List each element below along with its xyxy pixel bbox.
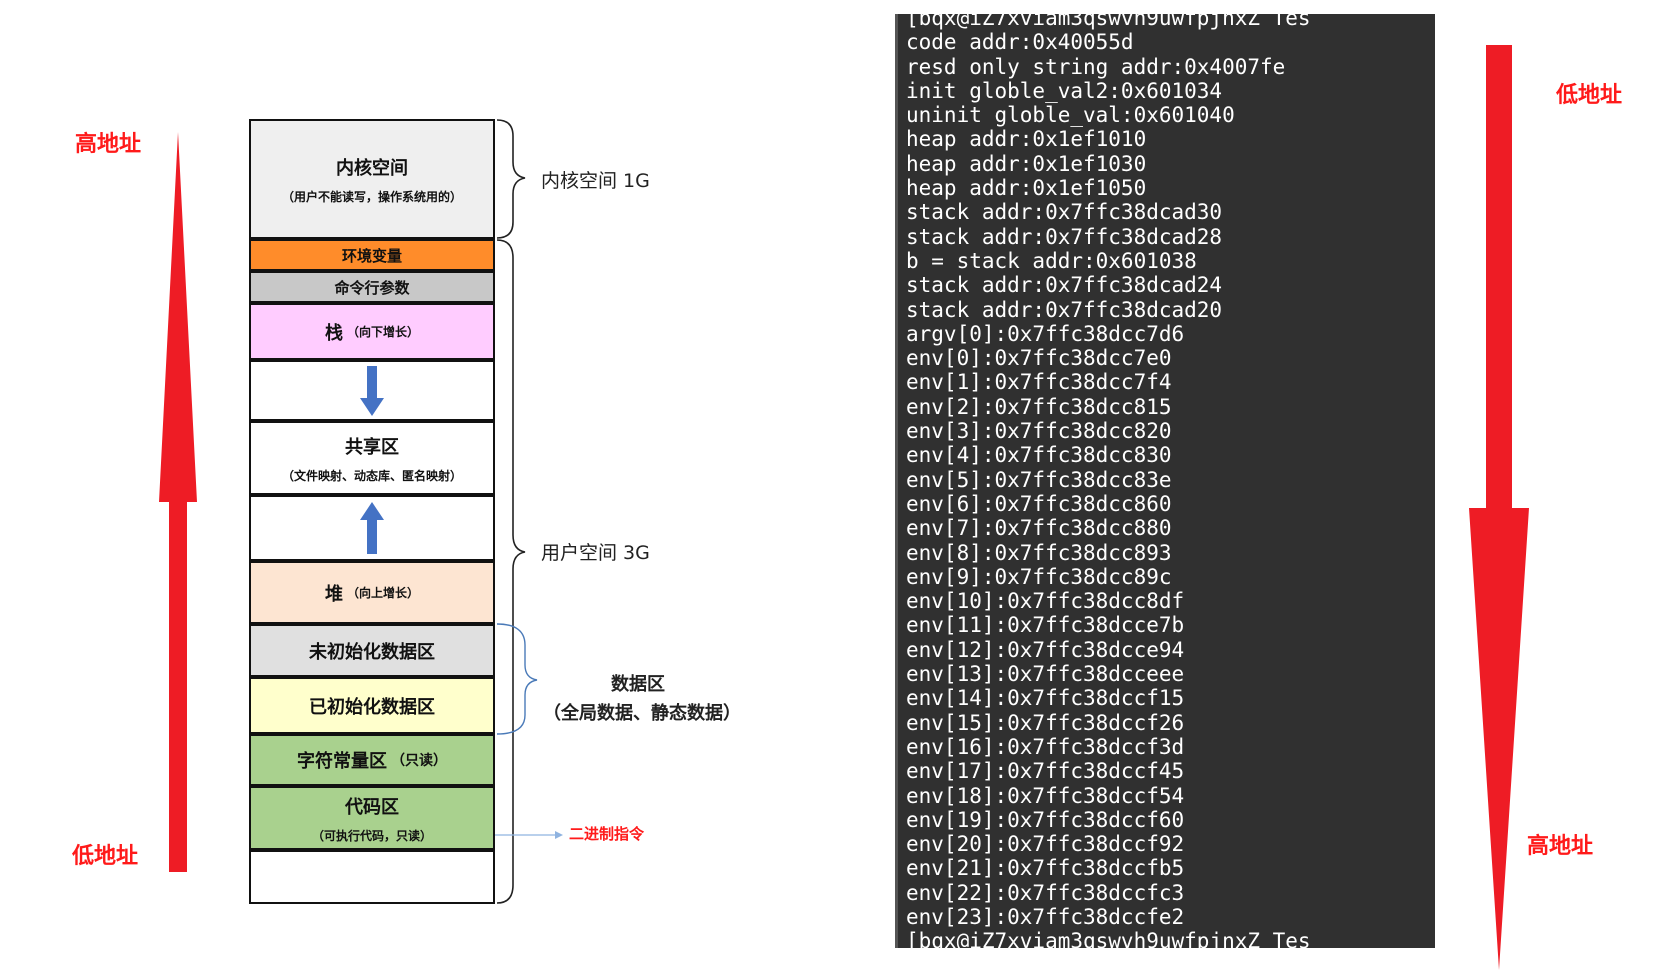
stack-note: （向下增长） xyxy=(346,325,419,339)
bottom-empty-segment xyxy=(249,850,495,904)
terminal-line: b = stack addr:0x601038 xyxy=(906,248,1197,273)
bss-segment: 未初始化数据区 xyxy=(249,624,495,677)
rodata-title: 字符常量区 xyxy=(297,751,387,772)
terminal-line: env[2]:0x7ffc38dcc815 xyxy=(906,394,1172,419)
code-segment: 代码区 （可执行代码，只读） xyxy=(249,786,495,850)
stack-growth-down-arrow-icon xyxy=(360,365,384,416)
terminal-line: stack addr:0x7ffc38dcad30 xyxy=(906,200,1223,225)
terminal-line: code addr:0x40055d xyxy=(906,30,1134,55)
env-var-title: 环境变量 xyxy=(341,246,402,265)
terminal-line: heap addr:0x1ef1010 xyxy=(906,127,1147,152)
binary-instruction-label: 二进制指令 xyxy=(569,825,645,843)
terminal-line: env[23]:0x7ffc38dccfe2 xyxy=(906,904,1185,929)
terminal-line: stack addr:0x7ffc38dcad20 xyxy=(906,297,1223,322)
kernel-space-note: （用户不能读写，操作系统用的） xyxy=(281,189,462,204)
kernel-space-segment: 内核空间 （用户不能读写，操作系统用的） xyxy=(249,119,495,239)
data-area-title: 数据区 xyxy=(611,674,665,695)
heap-growth-gap xyxy=(249,495,495,561)
up-arrow-icon xyxy=(159,132,197,872)
user-space-label: 用户空间 3G xyxy=(541,542,650,564)
terminal-line: stack addr:0x7ffc38dcad24 xyxy=(906,273,1223,298)
rodata-note: （只读） xyxy=(391,753,447,769)
low-address-label: 低地址 xyxy=(72,844,139,869)
data-area-note: （全局数据、静态数据） xyxy=(543,703,741,724)
bss-title: 未初始化数据区 xyxy=(309,641,435,663)
terminal-line: resd only string addr:0x4007fe xyxy=(906,54,1286,79)
kernel-space-label: 内核空间 1G xyxy=(541,170,650,192)
terminal-line: argv[0]:0x7ffc38dcc7d6 xyxy=(906,321,1185,346)
stack-title: 栈 xyxy=(324,322,343,344)
terminal-line: env[11]:0x7ffc38dcce7b xyxy=(906,613,1185,638)
env-var-segment: 环境变量 xyxy=(249,239,495,271)
terminal-line: env[3]:0x7ffc38dcc820 xyxy=(906,419,1172,444)
terminal-line: heap addr:0x1ef1050 xyxy=(906,176,1147,201)
code-note: （可执行代码，只读） xyxy=(311,828,432,843)
shared-segment: 共享区 （文件映射、动态库、匿名映射） xyxy=(249,421,495,495)
space-braces xyxy=(495,119,563,904)
terminal-line: env[7]:0x7ffc38dcc880 xyxy=(906,516,1172,541)
terminal-line: init globle_val2:0x601034 xyxy=(906,78,1223,103)
terminal-line: stack addr:0x7ffc38dcad28 xyxy=(906,224,1223,249)
heap-title: 堆 xyxy=(324,583,343,605)
terminal-line: env[8]:0x7ffc38dcc893 xyxy=(906,540,1172,565)
terminal-line: env[5]:0x7ffc38dcc83e xyxy=(906,467,1172,492)
terminal-line: env[16]:0x7ffc38dccf3d xyxy=(906,734,1185,759)
data-title: 已初始化数据区 xyxy=(309,696,435,718)
stack-segment: 栈 （向下增长） xyxy=(249,303,495,360)
terminal-line: [bqx@iZ7xviam3qswvh9uwfpjnxZ Tes xyxy=(906,929,1311,948)
terminal-line: env[13]:0x7ffc38dcceee xyxy=(906,662,1185,687)
heap-growth-up-arrow-icon xyxy=(360,502,384,554)
heap-note: （向上增长） xyxy=(346,586,419,600)
terminal-line: env[10]:0x7ffc38dcc8df xyxy=(906,589,1185,614)
rodata-segment: 字符常量区 （只读） xyxy=(249,734,495,786)
code-title: 代码区 xyxy=(345,796,399,818)
terminal-line: env[22]:0x7ffc38dccfc3 xyxy=(906,880,1185,905)
right-high-address-label: 高地址 xyxy=(1527,834,1594,859)
terminal-line: uninit globle_val:0x601040 xyxy=(906,103,1235,128)
down-arrow-icon xyxy=(1469,45,1529,970)
terminal-line: env[21]:0x7ffc38dccfb5 xyxy=(906,856,1185,881)
kernel-space-title: 内核空间 xyxy=(336,157,408,179)
terminal-line: env[12]:0x7ffc38dcce94 xyxy=(906,637,1185,662)
terminal-line: env[4]:0x7ffc38dcc830 xyxy=(906,443,1172,468)
terminal-line: env[6]:0x7ffc38dcc860 xyxy=(906,491,1172,516)
shared-note: （文件映射、动态库、匿名映射） xyxy=(281,468,462,483)
terminal-line: env[9]:0x7ffc38dcc89c xyxy=(906,564,1172,589)
terminal-line: env[1]:0x7ffc38dcc7f4 xyxy=(906,370,1172,395)
data-segment: 已初始化数据区 xyxy=(249,677,495,734)
terminal-line: env[20]:0x7ffc38dccf92 xyxy=(906,832,1185,857)
data-area-label: 数据区 （全局数据、静态数据） xyxy=(543,670,741,725)
terminal-line: env[15]:0x7ffc38dccf26 xyxy=(906,710,1185,735)
terminal-line: env[18]:0x7ffc38dccf54 xyxy=(906,783,1185,808)
terminal-line: heap addr:0x1ef1030 xyxy=(906,151,1147,176)
terminal-line: env[19]:0x7ffc38dccf60 xyxy=(906,807,1185,832)
terminal-line: [bqx@iZ7xviam3qswvh9uwfpjnxZ Tes xyxy=(906,14,1311,30)
cmdline-args-title: 命令行参数 xyxy=(334,278,410,297)
right-low-address-label: 低地址 xyxy=(1556,83,1623,108)
terminal-line: env[14]:0x7ffc38dccf15 xyxy=(906,686,1185,711)
heap-segment: 堆 （向上增长） xyxy=(249,561,495,624)
terminal-line: env[17]:0x7ffc38dccf45 xyxy=(906,759,1185,784)
memory-layout-diagram: 高地址 低地址 内核空间 （用户不能读写，操作系统用的） 环境变量 命令行参数 … xyxy=(0,0,800,973)
stack-growth-gap xyxy=(249,360,495,421)
shared-title: 共享区 xyxy=(345,436,399,458)
high-address-label: 高地址 xyxy=(75,132,142,157)
terminal-line: env[0]:0x7ffc38dcc7e0 xyxy=(906,346,1172,371)
cmdline-args-segment: 命令行参数 xyxy=(249,271,495,303)
